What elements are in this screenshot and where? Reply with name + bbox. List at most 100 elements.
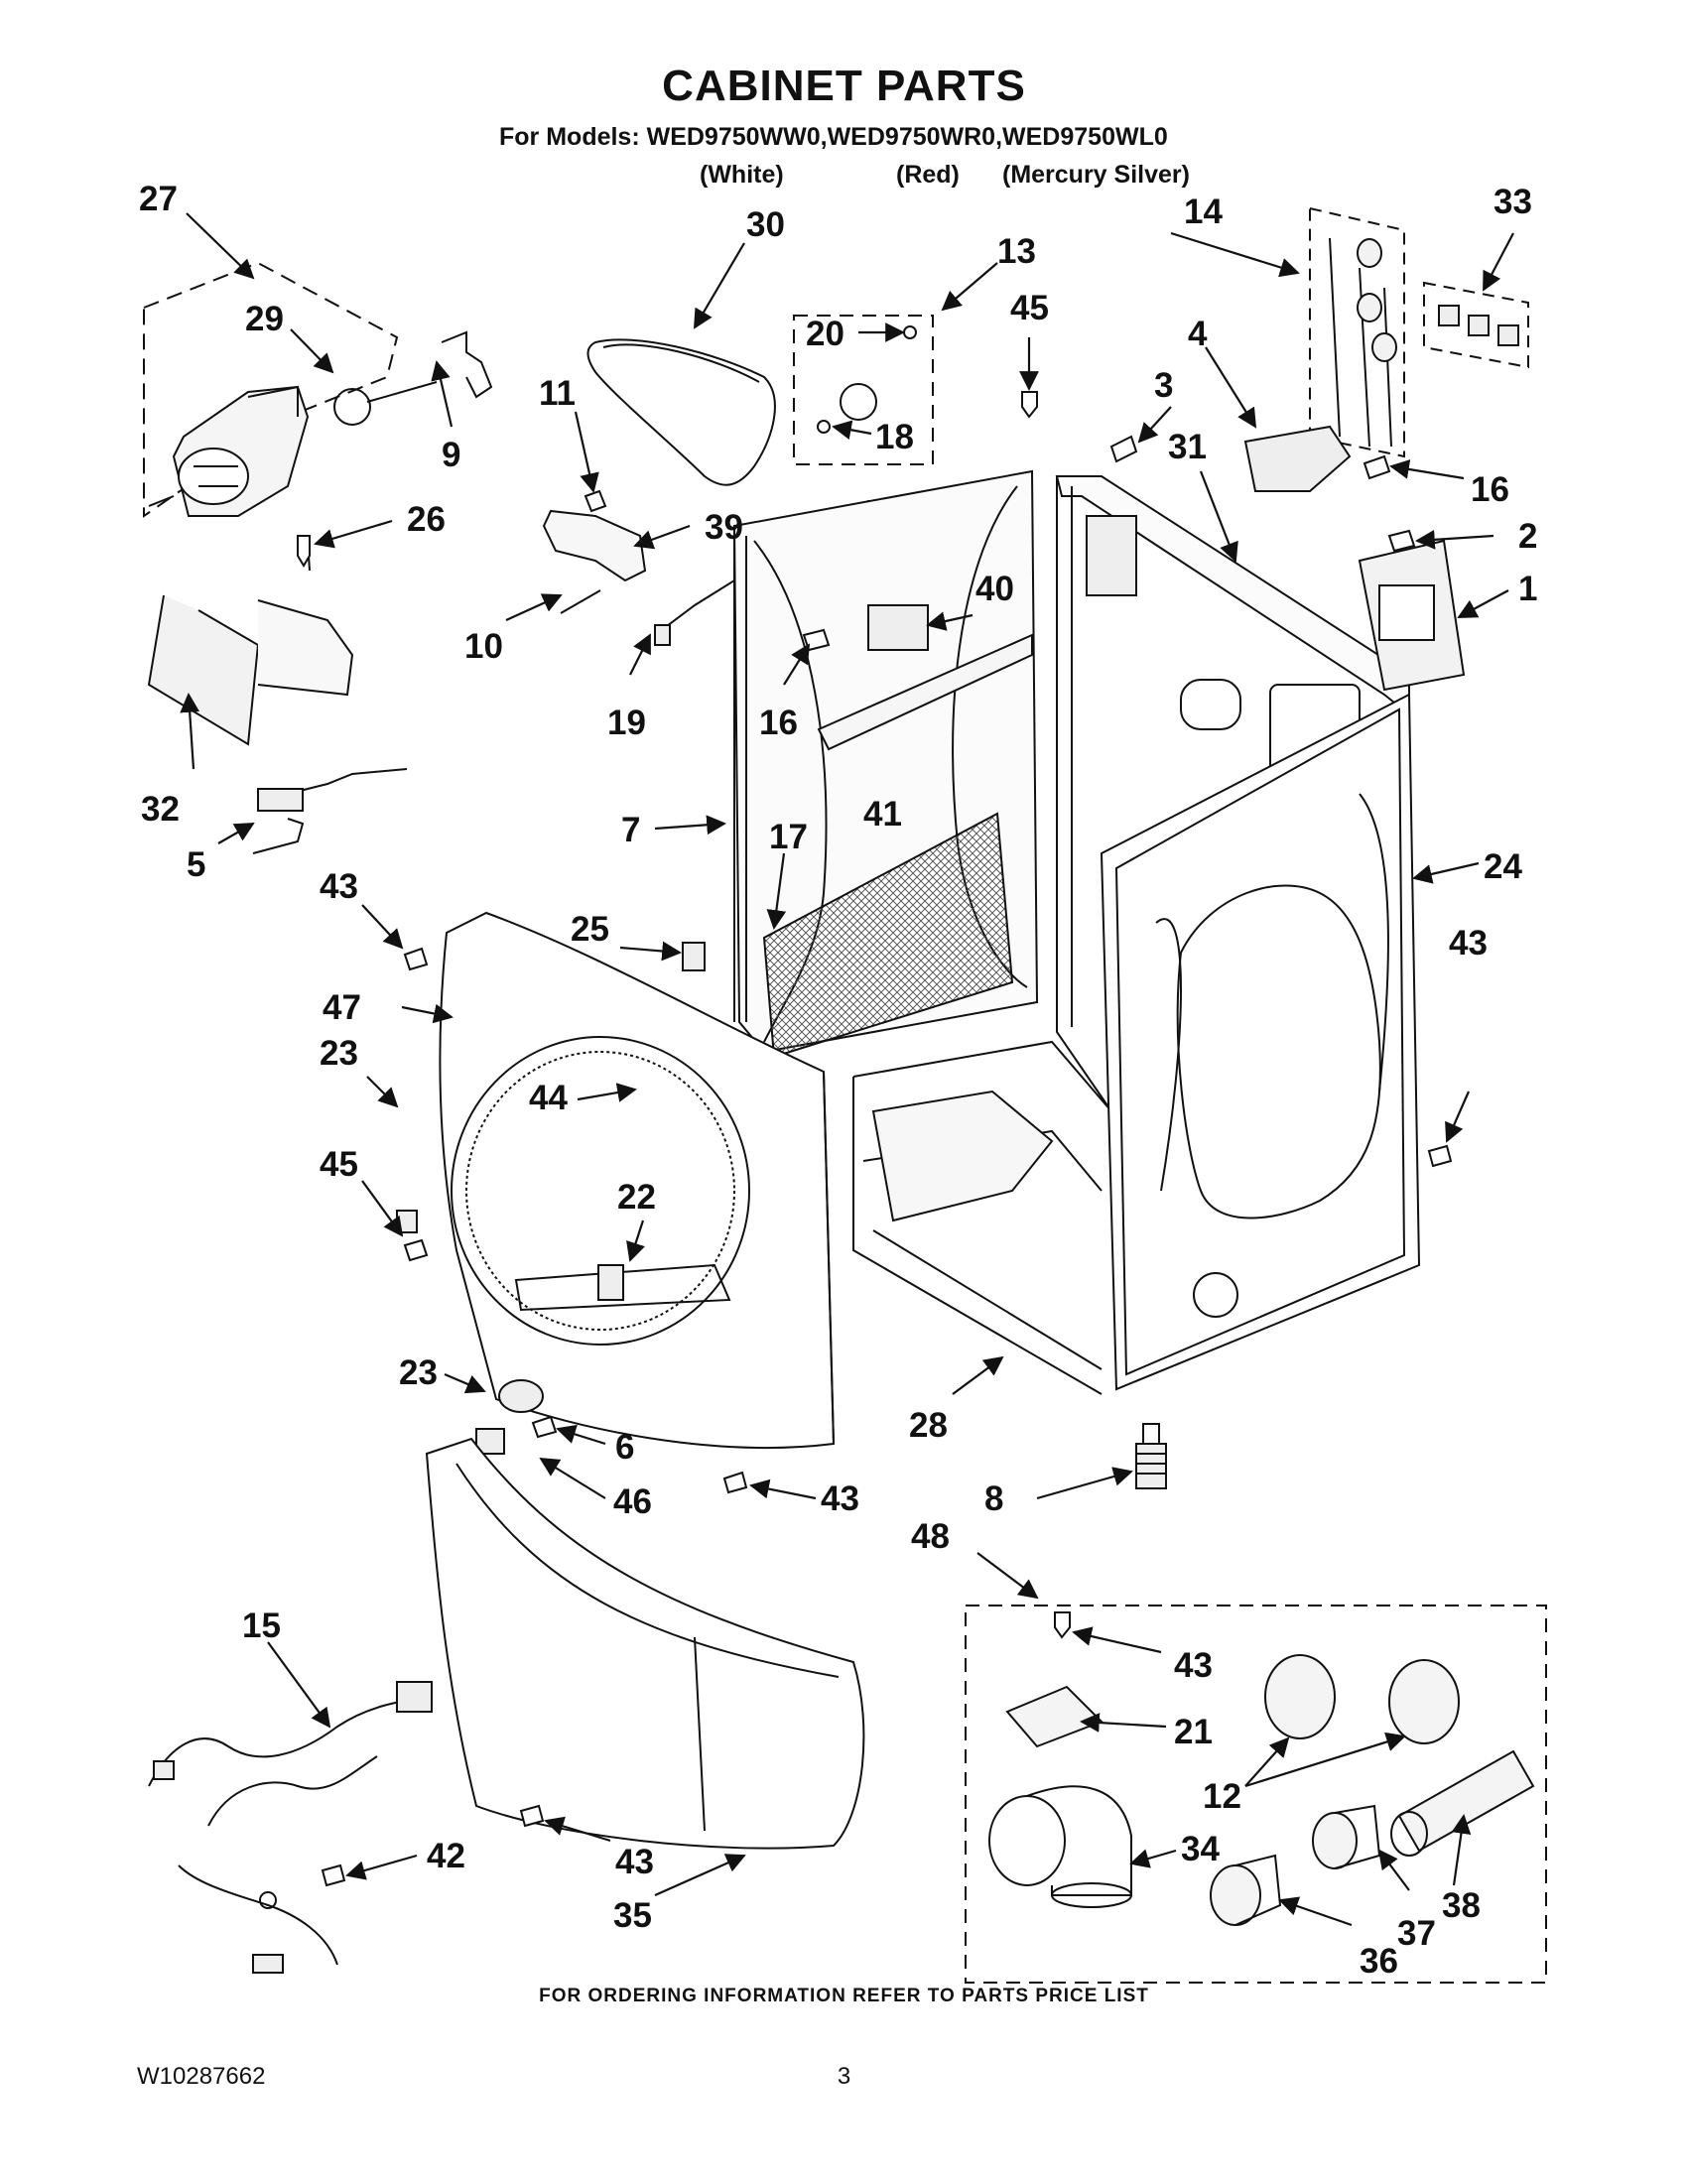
callout-16-left: 16 <box>759 704 798 742</box>
callout-34: 34 <box>1181 1830 1220 1868</box>
callout-21: 21 <box>1174 1713 1213 1751</box>
callout-4: 4 <box>1188 315 1208 353</box>
harness-clips-14 <box>1329 237 1397 448</box>
callout-36: 36 <box>1360 1942 1398 1981</box>
callout-28: 28 <box>909 1406 948 1445</box>
callout-43-bottom: 43 <box>821 1479 859 1518</box>
callout-8: 8 <box>984 1479 1003 1518</box>
callout-35: 35 <box>613 1896 652 1935</box>
callout-44: 44 <box>529 1079 568 1117</box>
callout-48: 48 <box>911 1517 950 1556</box>
callout-38: 38 <box>1442 1886 1481 1925</box>
callout-24: 24 <box>1484 847 1522 886</box>
duct-tube-38 <box>1390 1749 1535 1857</box>
callout-46: 46 <box>613 1482 652 1521</box>
callout-2: 2 <box>1518 517 1537 556</box>
motor-group-box <box>143 261 399 518</box>
drive-belt <box>586 338 776 486</box>
callout-16-right: 16 <box>1471 470 1509 509</box>
callout-43-toe: 43 <box>615 1843 654 1881</box>
callout-6: 6 <box>615 1428 634 1467</box>
lint-filter-housing <box>762 812 1014 1059</box>
callout-25: 25 <box>571 910 609 949</box>
callout-13: 13 <box>997 232 1036 271</box>
screw-42 <box>321 1863 346 1887</box>
duct-clamp-36 <box>1210 1854 1282 1926</box>
callout-40: 40 <box>975 570 1014 608</box>
door-hinge-lower <box>498 1379 544 1413</box>
callout-3: 3 <box>1154 366 1173 405</box>
connector-group-box <box>1423 281 1529 369</box>
vent-hood-cap-1 <box>1264 1654 1336 1739</box>
ordering-note: FOR ORDERING INFORMATION REFER TO PARTS … <box>539 1986 1149 2006</box>
color-red: (Red) <box>896 161 960 189</box>
callout-45-front: 45 <box>320 1145 358 1184</box>
vent-plate <box>1005 1685 1104 1748</box>
screw-45-top <box>1021 391 1038 419</box>
screw-43-toe <box>519 1804 545 1828</box>
screw-26 <box>297 535 311 568</box>
callout-12: 12 <box>1203 1777 1241 1816</box>
callout-42: 42 <box>427 1837 465 1875</box>
callout-33: 33 <box>1493 183 1532 221</box>
callout-29: 29 <box>245 300 284 338</box>
callout-43-vent: 43 <box>1174 1646 1213 1685</box>
toe-panel <box>425 1437 865 1850</box>
motor-mount <box>147 594 260 746</box>
callout-11: 11 <box>539 374 576 413</box>
callout-22: 22 <box>617 1178 656 1217</box>
motor-switch <box>257 788 304 812</box>
cabinet-bracket-41 <box>817 633 1033 751</box>
front-panel <box>439 911 836 1449</box>
models-line: For Models: WED9750WW0,WED9750WR0,WED975… <box>499 123 1168 151</box>
callout-15: 15 <box>242 1606 281 1645</box>
harness-group-box <box>1309 206 1405 458</box>
screw-43-side <box>1427 1144 1453 1168</box>
callout-47: 47 <box>323 988 361 1027</box>
callout-1: 1 <box>1518 570 1537 608</box>
idler-pulley <box>840 383 877 421</box>
callout-labels: 27 29 9 26 32 5 30 11 39 10 19 13 20 18 … <box>139 180 1537 1981</box>
callout-27: 27 <box>139 180 178 218</box>
screw-45-front <box>403 1238 429 1262</box>
callout-20: 20 <box>806 315 844 353</box>
screw-16-right <box>1363 454 1391 480</box>
screw-2 <box>1387 529 1416 553</box>
door-strike <box>597 1264 624 1301</box>
callout-30: 30 <box>746 205 785 244</box>
callout-9: 9 <box>442 436 460 474</box>
idler-group-box <box>793 315 934 465</box>
vent-hood-cap-2 <box>1388 1659 1460 1744</box>
idler-washer-18 <box>817 420 831 434</box>
duct-coupler-37 <box>1312 1804 1381 1869</box>
callout-41: 41 <box>863 795 902 834</box>
motor-clip <box>441 330 493 399</box>
wiring-harness-15 <box>148 1681 433 1974</box>
cabinet-clip-25 <box>682 942 706 971</box>
cabinet-side <box>1055 475 1410 1112</box>
leader-lines <box>180 212 1514 1927</box>
connectors-33 <box>1438 305 1519 346</box>
callout-19: 19 <box>607 704 646 742</box>
idler-washer-20 <box>903 325 917 339</box>
callout-7: 7 <box>621 811 640 849</box>
callout-31: 31 <box>1168 428 1207 466</box>
screw-11 <box>584 489 607 513</box>
idler-spring <box>560 589 601 614</box>
screw-3 <box>1109 435 1138 463</box>
color-white: (White) <box>700 161 784 189</box>
page-number: 3 <box>837 2063 851 2090</box>
drive-motor <box>148 385 310 517</box>
callout-39: 39 <box>705 508 743 547</box>
cabinet-side-panel <box>1100 693 1421 1391</box>
door-switch <box>867 604 929 651</box>
cabinet-connector-4 <box>1243 425 1352 492</box>
callout-10: 10 <box>464 627 503 666</box>
callout-37: 37 <box>1397 1914 1436 1953</box>
door-hinge-upper <box>396 1210 418 1233</box>
cabinet-base <box>852 1040 1112 1395</box>
screw-43-front-top <box>403 947 429 971</box>
thermistor-1 <box>1358 539 1466 692</box>
color-mercury-silver: (Mercury Silver) <box>1002 161 1190 189</box>
document-number: W10287662 <box>137 2063 266 2090</box>
